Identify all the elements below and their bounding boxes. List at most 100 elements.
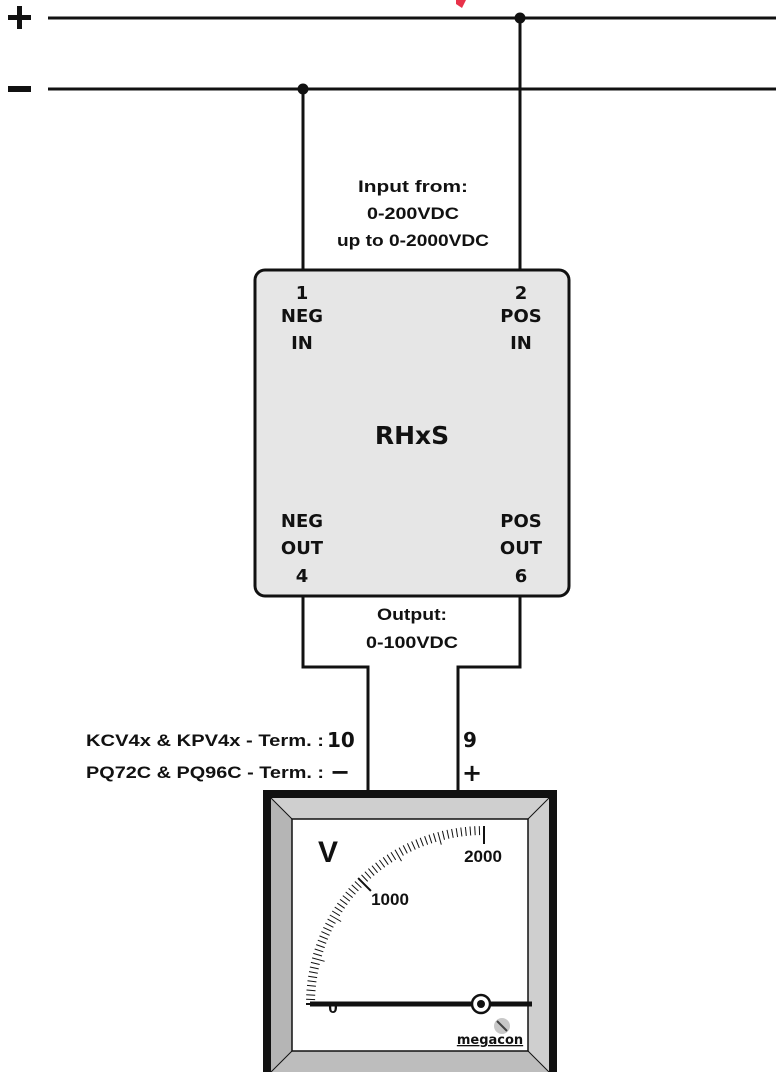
meter-brand-logo: megacon [457,1033,523,1048]
meter-terminal-labels: KCV4x & KPV4x - Term. : 10 9 PQ72C & PQ9… [86,728,482,787]
meter-scale-tick [314,948,324,953]
meter-scale-tick [339,898,348,906]
terminal-row2-label: PQ72C & PQ96C - Term. : [86,763,324,782]
meter-face [291,818,529,1052]
meter-scale-tick [354,881,362,889]
meter-scale-label-2000: 2000 [464,847,502,866]
terminal-row2-negative: − [330,758,350,786]
meter-scale-label-0: 0 [328,998,337,1017]
meter-scale-tick [323,926,332,932]
meter-scale-tick [375,862,382,871]
meter-scale-tick [306,984,316,987]
meter-face-corner-tl [270,797,293,820]
meter-scale-tick [321,931,330,936]
meter-scale-tick [460,827,463,837]
meter-scale-tick [306,994,316,996]
meter-scale-tick [446,829,450,839]
meter-bezel-shadow-left [271,798,292,1072]
wire-negative-output [301,596,370,790]
analog-voltmeter: V 0 1000 2000 megacon [263,790,557,1072]
meter-scale-tick [364,871,372,879]
supply-rails [8,6,776,95]
terminal-4-label: NEG [281,511,323,532]
meter-scale-tick [310,961,320,965]
input-note-line2: 0-200VDC [367,204,459,223]
meter-scale-tick [419,837,424,847]
meter-scale-tick [390,851,397,861]
negative-rail-symbol [8,86,31,92]
input-note: Input from: 0-200VDC up to 0-2000VDC [337,177,489,250]
meter-scale-tick [368,868,375,876]
terminal-4-label-sub: OUT [281,538,324,559]
meter-scale-tick [308,971,318,974]
output-note-line2: 0-100VDC [366,633,458,652]
meter-scale-tick [469,826,472,836]
meter-scale-label-1000: 1000 [371,890,409,909]
module-name: RHxS [375,421,449,450]
input-note-line1: Input from: [358,177,468,196]
meter-scale-tick [311,957,325,962]
output-note: Output: 0-100VDC [366,605,458,652]
terminal-row1-negative: 10 [327,728,355,752]
meter-scale-tick [348,888,356,895]
meter-scale-tick [402,845,408,854]
meter-scale-tick [361,874,369,882]
meter-scale-tick [313,952,323,957]
meter-scale-tick [337,902,345,909]
meter-scale-tick [378,859,386,868]
meter-scale-tick [317,939,327,944]
meter-face-corner-bl [270,1050,293,1072]
meter-scale-tick [371,865,378,874]
positive-rail-symbol-vertical [17,6,22,29]
meter-scale-tick [424,836,429,845]
zero-adjust-screw-icon [494,1018,510,1034]
meter-scale-tick [331,910,341,917]
meter-scale-tick [345,891,354,898]
meter-scale-tick [309,966,319,970]
meter-scale-tick [398,847,404,856]
terminal-6-number: 6 [515,566,528,587]
meter-scale-tick [428,834,433,844]
terminal-6-label: POS [500,511,541,532]
meter-scale-tick [394,849,402,862]
terminal-2-label: POS [500,306,541,327]
meter-scale-ticks [306,826,485,1005]
meter-scale-tick [351,884,359,892]
meter-scale-tick [307,980,317,983]
meter-scale-tick [327,918,336,924]
meter-scale-tick [437,831,442,845]
meter-scale-tick [474,826,476,836]
meter-face-corner-br [527,1050,550,1072]
meter-scale-tick [316,944,325,949]
output-note-line1: Output: [377,605,447,624]
meter-scale-tick [382,857,389,865]
meter-scale-tick [325,922,334,928]
meter-needle-pivot-center [477,1000,485,1008]
module-box [253,268,571,598]
terminal-row1-positive: 9 [463,728,477,752]
meter-scale-tick [357,877,372,892]
meter-scale-tick [411,841,416,850]
terminal-row2-positive: + [462,759,482,787]
meter-scale-tick [464,826,467,836]
meter-scale-tick [441,830,445,840]
meter-scale-tick [386,854,393,863]
terminal-4-number: 4 [296,566,309,587]
terminal-6-label-sub: OUT [500,538,543,559]
meter-scale-tick [432,833,437,843]
meter-scale-tick [451,828,454,838]
wire-positive-output [456,596,522,790]
meter-scale-tick [329,914,342,922]
rhxs-module: 1 NEG IN 2 POS IN RHxS NEG OUT 4 POS OUT… [253,268,571,598]
input-note-line3: up to 0-2000VDC [337,231,489,250]
terminal-1-number: 1 [296,283,309,304]
meter-face-corner-tr [527,797,550,820]
terminal-2-label-sub: IN [510,333,532,354]
meter-scale-tick [455,828,459,838]
meter-scale-tick [342,895,351,902]
terminal-1-label: NEG [281,306,323,327]
meter-bezel-shadow-bottom [271,1051,549,1072]
terminal-2-number: 2 [515,283,528,304]
meter-scale-tick [308,975,318,979]
